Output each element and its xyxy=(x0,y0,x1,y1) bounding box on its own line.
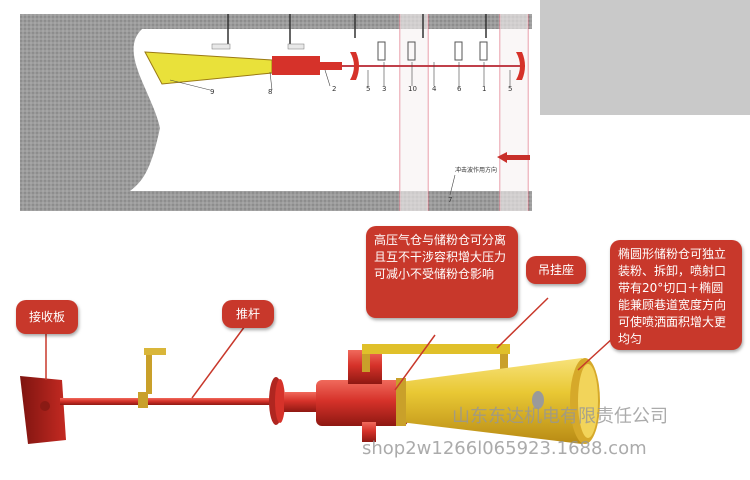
callout-text: 吊挂座 xyxy=(537,263,574,277)
elliptical-powder-chamber xyxy=(400,358,599,444)
watermark-url: shop2w1266l065923.1688.com xyxy=(362,438,647,459)
part-label: 5 xyxy=(366,85,371,93)
part-label: 3 xyxy=(382,85,387,93)
callout-hanging-seat: 吊挂座 xyxy=(526,256,586,284)
pressure-chamber xyxy=(316,380,408,426)
background-panel xyxy=(540,0,750,115)
tunnel-floor xyxy=(20,191,532,211)
callout-text: 接收板 xyxy=(28,310,65,324)
part-label: 8 xyxy=(268,88,273,96)
callout-text: 推杆 xyxy=(235,307,260,321)
push-rod xyxy=(60,398,278,405)
part-label: 10 xyxy=(408,85,417,93)
part-label: 6 xyxy=(457,85,462,93)
tunnel-diagram xyxy=(20,0,750,211)
callout-text: 高压气仓与储粉仓可分离且互不干涉容积增大压力可减小不受储粉仓影响 xyxy=(374,233,507,281)
direction-arrow xyxy=(497,152,530,163)
part-label: 4 xyxy=(432,85,437,93)
part-label: 5 xyxy=(508,85,513,93)
callout-receiver-plate: 接收板 xyxy=(16,300,78,334)
hanging-seat xyxy=(362,344,510,354)
callout-text: 椭圆形储粉仓可独立装粉、拆卸，喷射口带有20°切口＋椭圆能兼顾巷道宽度方向可使喷… xyxy=(618,247,727,346)
watermark-company: 山东东达机电有限责任公司 xyxy=(452,406,668,427)
part-label: 7 xyxy=(448,196,453,204)
part-label: 9 xyxy=(210,88,215,96)
part-label: 1 xyxy=(482,85,487,93)
callout-elliptical-chamber: 椭圆形储粉仓可独立装粉、拆卸，喷射口带有20°切口＋椭圆能兼顾巷道宽度方向可使喷… xyxy=(610,240,742,350)
callout-pressure-chamber: 高压气仓与储粉仓可分离且互不干涉容积增大压力可减小不受储粉仓影响 xyxy=(366,226,518,318)
callout-push-rod: 推杆 xyxy=(222,300,274,328)
direction-note: 冲击波作用方向 xyxy=(455,167,498,174)
pressure-body-diagram xyxy=(272,56,320,75)
tunnel-roof xyxy=(20,14,532,29)
part-label: 2 xyxy=(332,85,337,93)
rock-face xyxy=(20,29,160,191)
device-illustration xyxy=(20,297,614,444)
